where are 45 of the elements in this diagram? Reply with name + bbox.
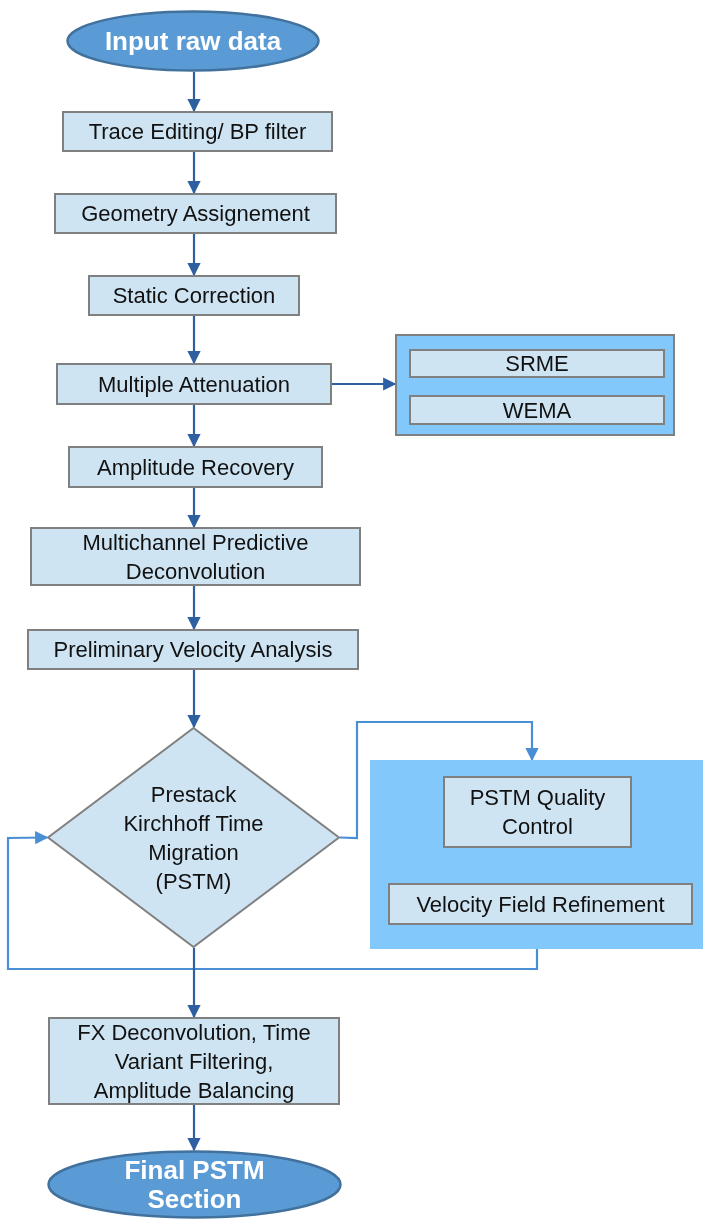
node-label: Multichannel Predictive Deconvolution xyxy=(81,528,310,586)
arrow xyxy=(187,152,201,195)
arrow xyxy=(187,72,201,113)
node-label: Prestack Kirchhoff Time Migration (PSTM) xyxy=(122,780,265,896)
process-box xyxy=(54,193,337,234)
process-box xyxy=(56,363,332,405)
group-panel xyxy=(395,334,675,436)
node-label: Amplitude Recovery xyxy=(97,453,294,482)
process-box xyxy=(27,629,359,670)
arrow xyxy=(187,1105,201,1152)
terminal-ellipse xyxy=(66,10,320,72)
process-box xyxy=(62,111,333,152)
node-label: SRME xyxy=(505,350,569,378)
arrow xyxy=(6,831,539,971)
process-box xyxy=(409,349,665,378)
arrow xyxy=(187,670,201,729)
node-label: Trace Editing/ BP filter xyxy=(88,118,307,146)
arrow xyxy=(187,586,201,631)
arrow xyxy=(187,948,201,1019)
process-box xyxy=(68,446,323,488)
process-box xyxy=(48,1017,340,1105)
node-label: PSTM Quality Control xyxy=(468,784,607,841)
node-label: Multiple Attenuation xyxy=(98,370,290,399)
node-label: Preliminary Velocity Analysis xyxy=(53,636,333,664)
process-box xyxy=(88,275,300,316)
process-box xyxy=(409,395,665,425)
process-box xyxy=(443,776,632,848)
arrow xyxy=(339,720,539,840)
decision-diamond xyxy=(47,727,340,948)
node-label: Velocity Field Refinement xyxy=(416,890,665,919)
arrow xyxy=(332,377,397,391)
process-box xyxy=(30,527,361,586)
node-label: Final PSTM Section xyxy=(123,1155,266,1214)
node-label: WEMA xyxy=(502,396,572,425)
node-label: FX Deconvolution, Time Variant Filtering, Amplitude Balancing xyxy=(76,1018,312,1105)
node-label: Geometry Assignement xyxy=(81,200,310,228)
arrow xyxy=(187,316,201,365)
node-label: Input raw data xyxy=(104,26,282,56)
arrow xyxy=(187,488,201,529)
arrow xyxy=(187,234,201,277)
node-label: Static Correction xyxy=(112,282,276,310)
terminal-ellipse xyxy=(47,1150,342,1219)
process-box xyxy=(388,883,693,925)
group-panel xyxy=(370,760,703,949)
arrow xyxy=(187,405,201,448)
